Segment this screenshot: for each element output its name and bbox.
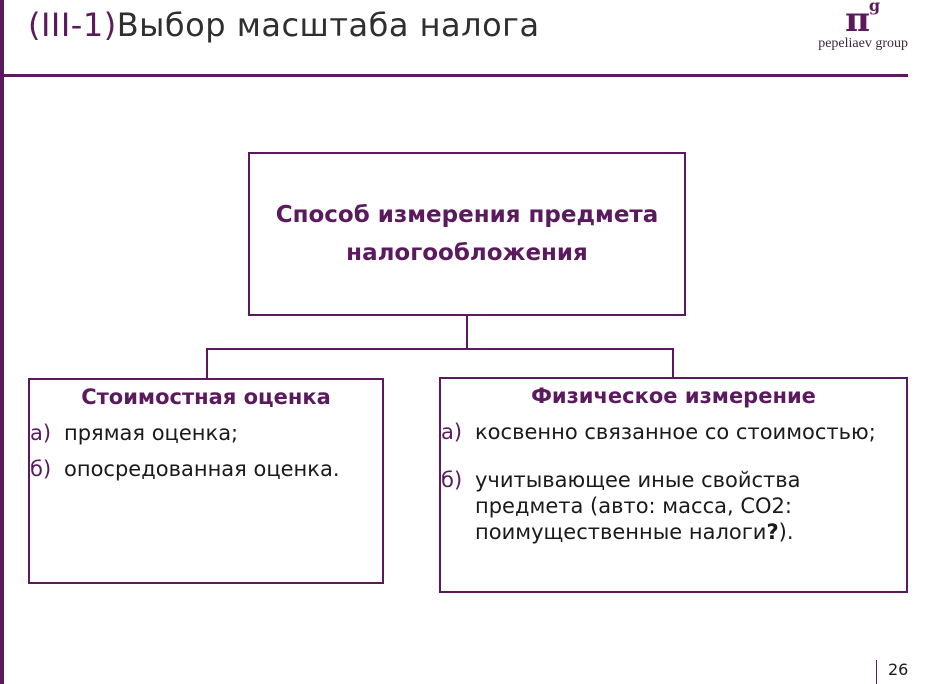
list-marker: б) — [30, 457, 52, 481]
list-item: а) прямая оценка; — [30, 420, 382, 446]
left-accent-rule — [0, 0, 4, 684]
list-item-text: учитывающее иные свойства предмета (авто… — [475, 467, 906, 545]
connector-right-down — [672, 348, 674, 377]
root-heading-line2: налогообложения — [346, 240, 588, 266]
root-box: Способ измерения предмета налогообложени… — [248, 152, 686, 316]
value-assessment-box: Стоимостная оценка а) прямая оценка; б) … — [28, 378, 384, 584]
list-item-text: прямая оценка; — [64, 421, 239, 445]
list-item-emphasis: ? — [766, 520, 779, 544]
connector-root-down — [466, 316, 468, 350]
connector-left-down — [206, 348, 208, 378]
physical-measurement-heading: Физическое измерение — [531, 384, 816, 408]
list-item-text-end: ). — [778, 520, 794, 544]
company-logo: π g pepeliaev group — [760, 0, 910, 60]
page-number-divider — [876, 660, 877, 684]
list-item-text: косвенно связанное со стоимостью; — [475, 420, 876, 444]
value-assessment-heading: Стоимостная оценка — [81, 385, 331, 409]
logo-superscript: g — [868, 0, 880, 15]
list-item: б) учитывающее иные свойства предмета (а… — [441, 467, 906, 545]
list-item: б) опосредованная оценка. — [30, 456, 382, 482]
page-number: 26 — [888, 660, 909, 679]
header-divider — [4, 74, 908, 77]
value-assessment-list: а) прямая оценка; б) опосредованная оцен… — [30, 420, 382, 482]
connector-horizontal — [206, 348, 674, 350]
pi-logo-icon: π — [845, 0, 870, 40]
list-marker: а) — [30, 421, 52, 445]
root-heading-line1: Способ измерения предмета — [275, 202, 659, 228]
slide-title: (III-1)Выбор масштаба налога — [28, 6, 540, 44]
list-item-text-main: учитывающее иные свойства предмета (авто… — [475, 468, 801, 544]
title-prefix: (III-1) — [28, 6, 117, 44]
physical-measurement-list: а) косвенно связанное со стоимостью; б) … — [441, 419, 906, 545]
logo-text: pepeliaev group — [818, 36, 908, 51]
title-text: Выбор масштаба налога — [116, 6, 540, 44]
list-marker: б) — [441, 468, 463, 492]
physical-measurement-box: Физическое измерение а) косвенно связанн… — [439, 377, 908, 593]
root-heading: Способ измерения предмета налогообложени… — [257, 196, 677, 272]
list-item-text: опосредованная оценка. — [64, 457, 340, 481]
list-marker: а) — [441, 420, 463, 444]
list-item: а) косвенно связанное со стоимостью; — [441, 419, 906, 445]
